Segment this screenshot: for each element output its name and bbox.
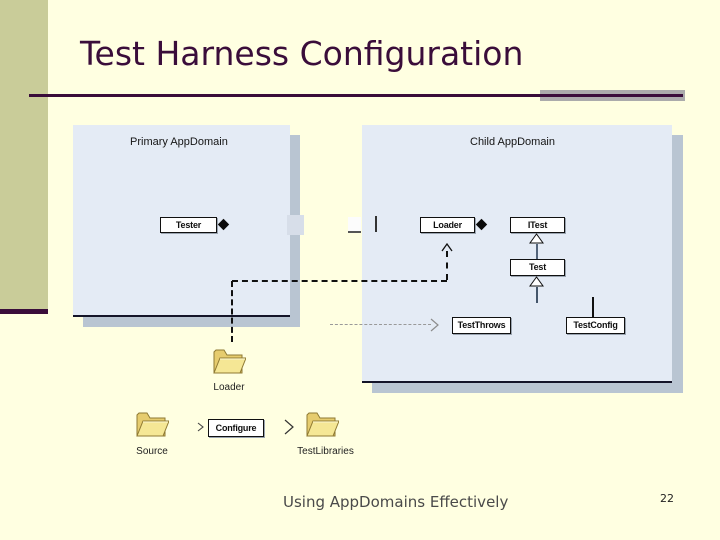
folder-icon: [213, 349, 246, 374]
loader-folder-label: Loader: [213, 382, 245, 393]
arrow-right-icon: [284, 419, 294, 435]
inheritance-triangle-icon: [529, 233, 544, 244]
footer-text: Using AppDomains Effectively: [283, 493, 509, 511]
inheritance-triangle-icon: [529, 276, 544, 287]
itest-test-connector: [536, 244, 538, 259]
boundary-stub-left: [287, 215, 304, 235]
arrow-right-small-icon: [197, 422, 204, 432]
dashed-connector-horizontal: [232, 280, 447, 282]
loader-box: Loader: [420, 217, 475, 233]
sidebar-cap-bar: [0, 309, 48, 314]
folder-icon: [136, 412, 169, 437]
test-subclass-connector: [536, 287, 538, 303]
page-number: 22: [660, 492, 674, 505]
testlibraries-folder-label: TestLibraries: [297, 446, 354, 457]
testconfig-connector: [592, 297, 594, 317]
testthrows-box: TestThrows: [452, 317, 511, 334]
slide-title: Test Harness Configuration: [80, 34, 524, 73]
primary-appdomain-label: Primary AppDomain: [130, 136, 228, 148]
arrow-up-icon: [441, 243, 453, 252]
dashed-connector-vertical-left: [231, 281, 233, 342]
itest-box: ITest: [510, 217, 565, 233]
child-appdomain-label: Child AppDomain: [470, 136, 555, 148]
configure-box: Configure: [208, 419, 264, 437]
folder-icon: [306, 412, 339, 437]
boundary-tick: [375, 216, 377, 232]
testconfig-box: TestConfig: [566, 317, 625, 334]
test-box: Test: [510, 259, 565, 276]
sidebar-accent-bar: [0, 0, 48, 309]
boundary-stub-right: [348, 217, 361, 233]
source-folder-label: Source: [136, 446, 168, 457]
title-underline: [29, 94, 683, 97]
tester-box: Tester: [160, 217, 217, 233]
arrow-right-icon: [430, 318, 439, 332]
child-appdomain-box: [362, 125, 672, 383]
dashed-connector-gray: [330, 324, 431, 325]
dashed-connector-vertical-right: [446, 251, 448, 280]
